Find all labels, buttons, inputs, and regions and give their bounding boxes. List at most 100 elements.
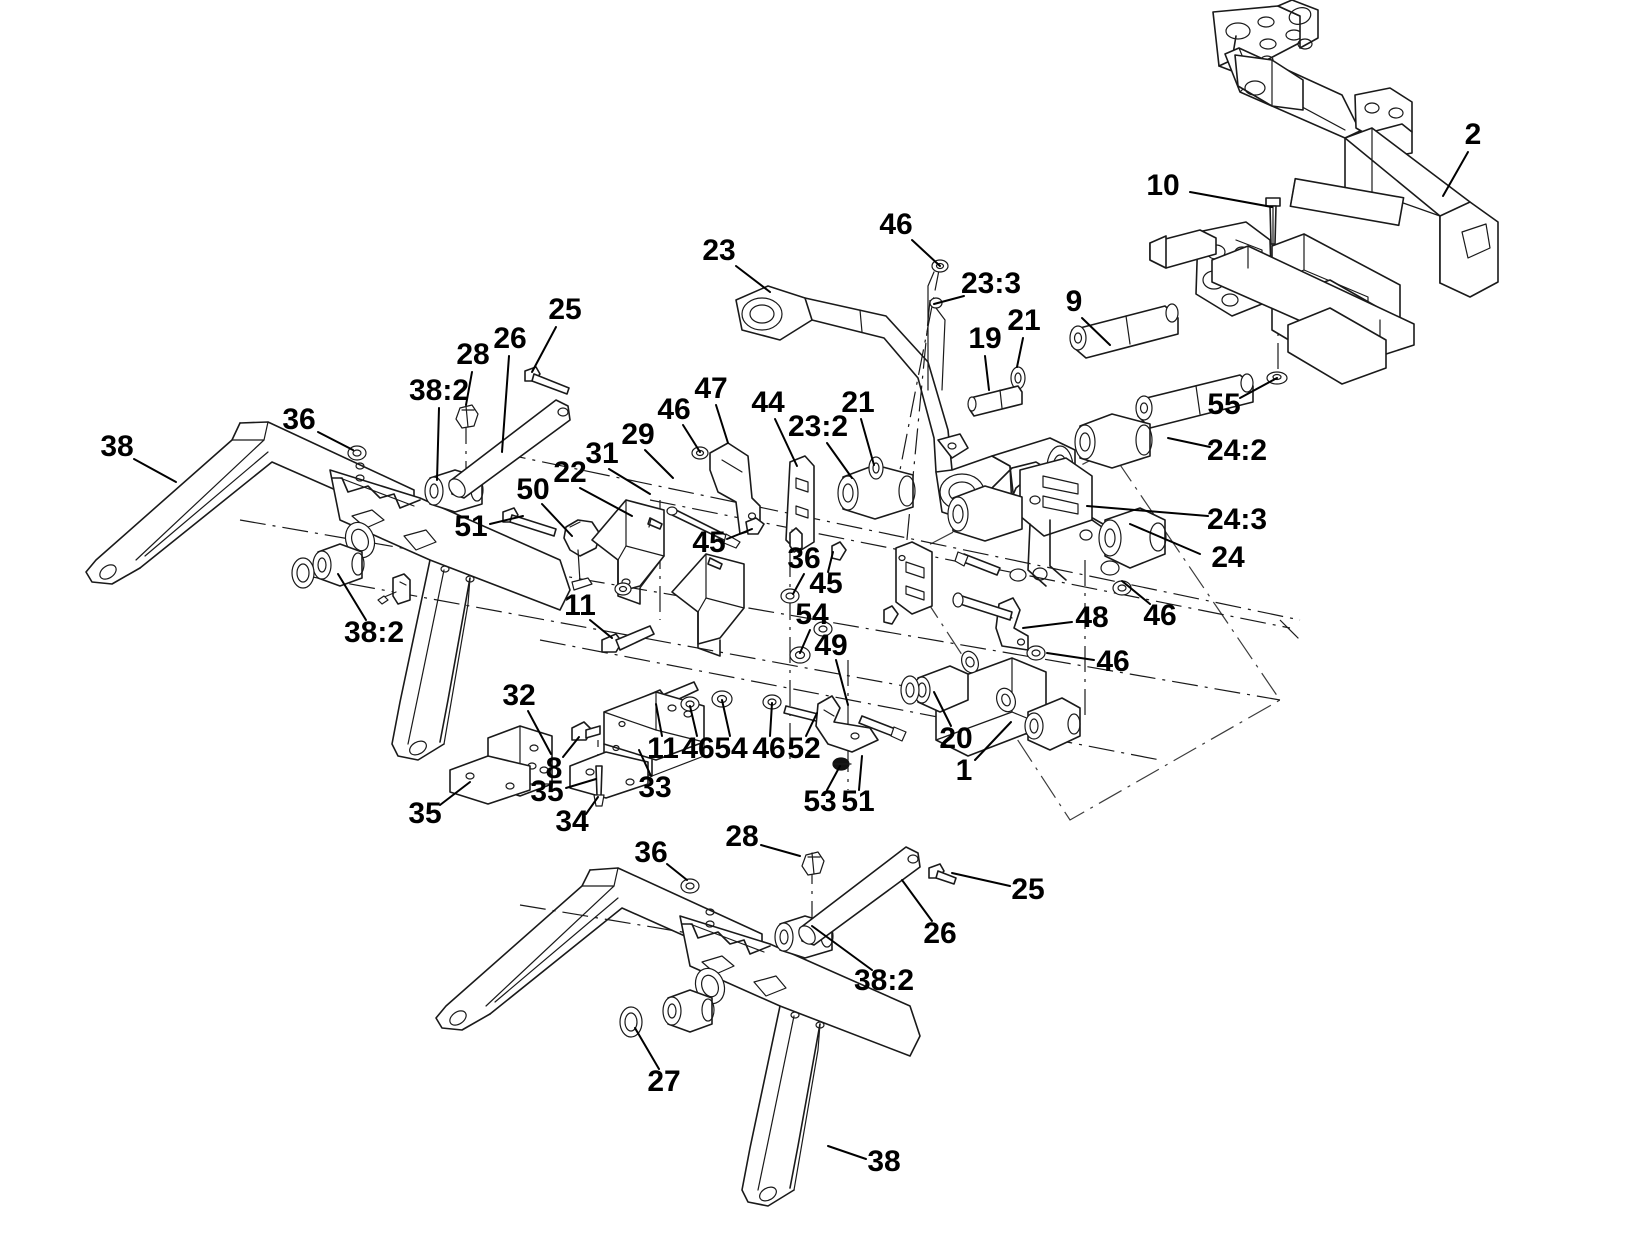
leader-line-38	[827, 1145, 867, 1160]
callout-label-35: 35	[408, 797, 441, 830]
callout-label-9: 9	[1066, 285, 1083, 318]
leader-line-45	[827, 551, 834, 573]
leader-line-21	[860, 418, 875, 466]
callout-label-23: 23	[702, 234, 735, 267]
part-48-latch	[995, 597, 1029, 651]
leader-line-24-2	[1167, 437, 1211, 448]
part-32-bracket	[449, 725, 553, 805]
part-53-fastener	[832, 757, 852, 771]
callout-label-31: 31	[585, 437, 618, 470]
part-9-strut	[1069, 303, 1179, 359]
part-35-block-a	[569, 751, 649, 799]
part-26-tube-upper	[448, 399, 571, 499]
part-50-lever	[563, 519, 601, 591]
part-38-2-bushing-lower-arm-b	[662, 989, 715, 1033]
leader-line-52	[805, 712, 818, 737]
part-54-fastener-a	[789, 646, 811, 664]
part-45-washer-row	[813, 621, 833, 637]
leader-line-54	[799, 629, 811, 654]
leader-line-38-2	[436, 407, 440, 481]
leader-line-38-2	[337, 573, 367, 621]
part-11-bolt-a	[601, 625, 655, 653]
callout-label-33: 33	[638, 771, 671, 804]
callout-label-24-3: 24:3	[1207, 503, 1267, 536]
callout-label-38-2: 38:2	[409, 374, 469, 407]
part-25-bolt-upper	[524, 366, 570, 395]
part-27-seal-upper	[291, 557, 315, 589]
callout-label-45: 45	[692, 526, 725, 559]
callout-label-2: 2	[1465, 118, 1482, 151]
leader-line-38-2	[811, 925, 873, 971]
leader-line-26	[901, 879, 933, 922]
callout-label-32: 32	[502, 679, 535, 712]
callout-label-22: 22	[553, 456, 586, 489]
callout-label-36: 36	[787, 542, 820, 575]
leader-line-46	[911, 239, 941, 267]
leader-line-24	[1129, 523, 1201, 555]
leader-line-26	[501, 355, 510, 453]
part-49-latch	[815, 695, 879, 753]
leader-line-36	[792, 573, 805, 595]
leader-line-32	[527, 710, 552, 755]
leader-line-46	[1121, 580, 1151, 605]
callout-label-47: 47	[694, 372, 727, 405]
callout-label-51: 51	[841, 785, 874, 818]
leader-line-21	[1016, 337, 1024, 368]
leader-line-48	[1022, 621, 1073, 629]
callout-label-20: 20	[939, 722, 972, 755]
leader-line-23-3	[933, 295, 965, 305]
callout-label-26: 26	[923, 917, 956, 950]
callout-label-10: 10	[1146, 169, 1179, 202]
part-46-fastener-d	[680, 696, 700, 712]
leader-line-28	[760, 844, 801, 857]
part-29-rod	[666, 506, 741, 549]
leader-line-8	[562, 736, 580, 758]
leader-line-28	[465, 371, 473, 406]
callout-label-52: 52	[787, 732, 820, 765]
leader-line-19	[984, 355, 990, 391]
leader-line-51	[858, 755, 863, 791]
callout-leader-lines	[133, 151, 1469, 1160]
part-36-fastener-lower	[680, 878, 700, 894]
callout-label-46: 46	[1096, 645, 1129, 678]
leader-line-55	[1239, 377, 1278, 399]
part-28-clip-lower	[801, 851, 825, 876]
callout-label-25: 25	[1011, 873, 1044, 906]
callout-label-46: 46	[879, 208, 912, 241]
callout-label-19: 19	[968, 322, 1001, 355]
leader-line-25	[951, 872, 1011, 887]
leader-line-23	[735, 265, 771, 293]
callout-label-23-3: 23:3	[961, 267, 1021, 300]
callout-label-23-2: 23:2	[788, 410, 848, 443]
part-24-3-pin	[1079, 529, 1093, 541]
leader-line-22	[579, 487, 633, 517]
callout-label-49: 49	[814, 629, 847, 662]
callout-label-54: 54	[714, 732, 748, 765]
part-8-nut	[571, 721, 601, 741]
leader-line-9	[1081, 317, 1111, 346]
callout-label-55: 55	[1207, 388, 1240, 421]
leader-line-44	[774, 418, 798, 467]
callout-label-35: 35	[530, 775, 563, 808]
part-45-pin-a	[789, 527, 803, 553]
leader-line-54	[721, 699, 731, 737]
callout-label-36: 36	[634, 836, 667, 869]
part-24-strut-assembly	[1074, 373, 1254, 469]
part-46-fastener-b	[1026, 645, 1046, 661]
callout-label-11: 11	[647, 732, 679, 765]
leader-line-36	[317, 431, 354, 451]
callout-label-11: 11	[564, 589, 596, 622]
callout-label-1: 1	[956, 754, 973, 787]
part-31-rod	[647, 517, 663, 530]
leader-line-53	[826, 765, 841, 791]
part-45-pin-b	[745, 517, 765, 535]
callout-label-21: 21	[1007, 304, 1040, 337]
part-24-lift-arm-lower	[947, 457, 1167, 587]
leader-line-34	[585, 796, 599, 815]
leader-line-31	[608, 468, 651, 495]
callout-label-26: 26	[493, 322, 526, 355]
leader-line-25	[531, 326, 557, 373]
leader-line-2	[1442, 151, 1469, 197]
